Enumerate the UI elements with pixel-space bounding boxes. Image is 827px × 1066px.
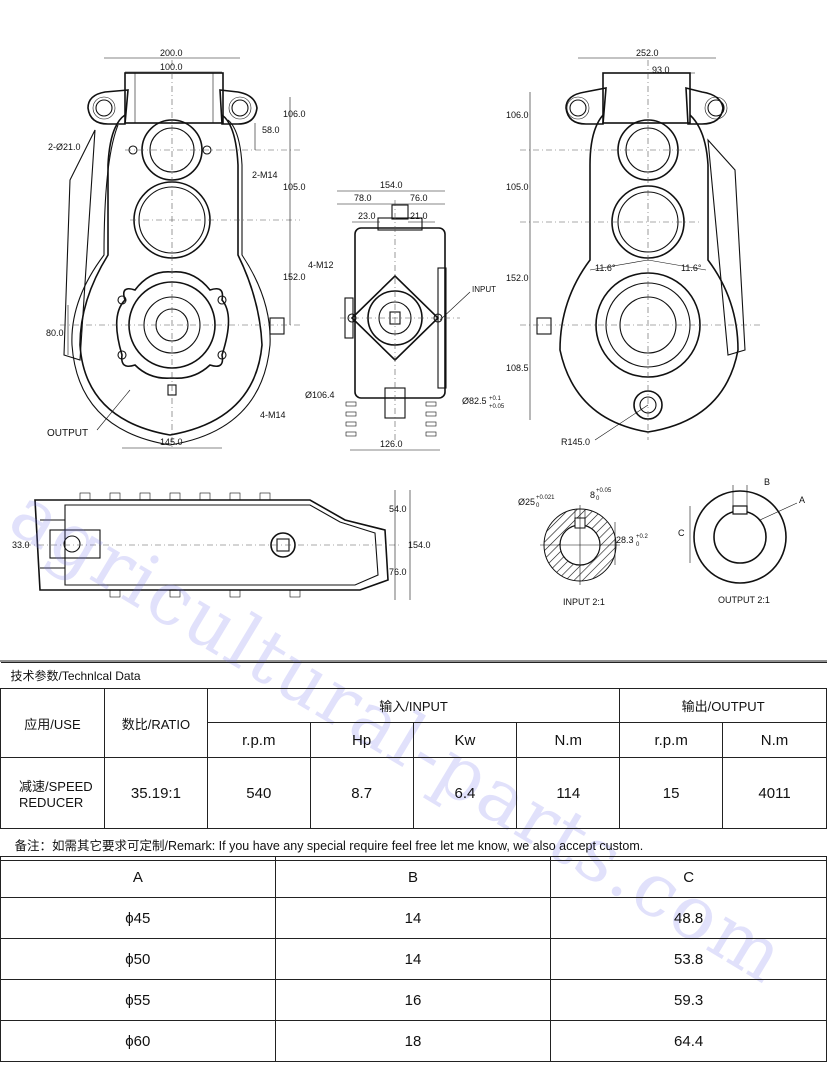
output-detail: A B C OUTPUT 2:1 [678,477,805,605]
output-header: 输出/OUTPUT [619,688,827,723]
output-rpm-value: 15 [619,757,724,829]
sub-header-hp: Hp [309,722,414,758]
dim-93: 93.0 [652,65,670,75]
rear-view: 252.0 93.0 106.0 105.0 152.0 108.5 11.6°… [506,48,760,447]
key-a-cell: ϕ60 [0,1020,276,1062]
input-nm-value: 114 [516,757,621,829]
radius-145: R145.0 [561,437,590,447]
key-a-cell: ϕ55 [0,979,276,1021]
sub-header-kw: Kw [412,722,518,758]
label-2-m14: 2-M14 [252,170,278,180]
technical-drawing: 200.0 100.0 106.0 58.0 105.0 152.0 145.0… [0,48,827,662]
side-view: 154.0 78.0 76.0 23.0 21.0 126.0 4-M12 IN… [305,180,505,451]
sub-header-output-nm: N.m [722,722,827,758]
table-row: ϕ45 14 48.8 [0,897,827,939]
key-header-b: B [274,856,552,898]
output-detail-caption: OUTPUT 2:1 [718,595,770,605]
input-header: 输入/INPUT [206,688,621,723]
input-detail-caption: INPUT 2:1 [563,597,605,607]
dim-105-rear: 105.0 [506,182,529,192]
dim-152: 152.0 [283,272,306,282]
label-2-d21: 2-Ø21.0 [48,142,81,152]
key-c-cell: 64.4 [550,1020,827,1062]
input-depth-tol-low: 0 [636,542,640,548]
key-b-cell: 18 [274,1020,552,1062]
output-label-a: A [799,495,805,505]
dim-54: 54.0 [389,504,407,514]
dim-76: 76.0 [410,193,428,203]
key-c-cell: 59.3 [550,979,827,1021]
key-a-cell: ϕ45 [0,897,276,939]
input-key-tol-low: 0 [596,496,600,502]
key-header-c: C [550,856,827,898]
table-row: ϕ60 18 64.4 [0,1020,827,1062]
label-4-m12: 4-M12 [308,260,334,270]
key-c-cell: 53.8 [550,938,827,980]
tech-title: 技术参数/Technlcal Data [0,662,827,689]
key-c-cell: 48.8 [550,897,827,939]
dim-126: 126.0 [380,439,403,449]
key-dimension-table: A B C ϕ45 14 48.8 ϕ50 14 53.8 ϕ55 16 59.… [0,856,827,1062]
input-detail: Ø25 +0.021 0 8 +0.05 0 28.3 +0.2 0 INPUT… [518,488,649,607]
dim-106-rear: 106.0 [506,110,529,120]
dim-106: 106.0 [283,109,306,119]
input-rpm-value: 540 [206,757,311,829]
input-dia: Ø25 [518,497,535,507]
sub-header-input-rpm: r.p.m [206,722,311,758]
label-d82-tol-low: +0.05 [489,404,505,410]
dim-21: 21.0 [410,211,428,221]
dim-152-rear: 152.0 [506,273,529,283]
key-b-cell: 14 [274,897,552,939]
input-dia-tol-up: +0.021 [536,495,555,501]
output-label-c: C [678,528,685,538]
dim-33: 33.0 [12,540,30,550]
dim-154: 154.0 [380,180,403,190]
use-value: 减速/SPEED REDUCER [0,757,105,829]
remark: 备注：如需其它要求可定制/Remark: If you have any spe… [0,828,827,861]
technical-data-table: 技术参数/Technlcal Data 应用/USE 数比/RATIO 输入/I… [0,662,827,861]
ratio-header: 数比/RATIO [103,688,208,758]
dim-154-bottom: 154.0 [408,540,431,550]
front-view: 200.0 100.0 106.0 58.0 105.0 152.0 145.0… [46,48,306,450]
label-d82-tol-up: +0.1 [489,396,502,402]
bottom-view: 54.0 154.0 76.0 33.0 [12,490,431,600]
ratio-value: 35.19:1 [103,757,208,829]
dim-80: 80.0 [46,328,64,338]
label-input: INPUT [472,285,496,294]
hp-value: 8.7 [309,757,414,829]
output-label-b: B [764,477,770,487]
use-header: 应用/USE [0,688,105,758]
key-b-cell: 16 [274,979,552,1021]
dim-78: 78.0 [354,193,372,203]
dim-200: 200.0 [160,48,183,58]
input-key-depth: 28.3 [616,535,634,545]
dim-76-bottom: 76.0 [389,567,407,577]
key-b-cell: 14 [274,938,552,980]
key-header-a: A [0,856,276,898]
output-nm-value: 4011 [722,757,827,829]
label-d106: Ø106.4 [305,390,335,400]
dim-145: 145.0 [160,437,183,447]
table-row: ϕ55 16 59.3 [0,979,827,1021]
table-row: ϕ50 14 53.8 [0,938,827,980]
key-a-cell: ϕ50 [0,938,276,980]
input-dia-tol-low: 0 [536,503,540,509]
input-key-width: 8 [590,490,595,500]
kw-value: 6.4 [412,757,518,829]
sub-header-output-rpm: r.p.m [619,722,724,758]
dim-100: 100.0 [160,62,183,72]
dim-23: 23.0 [358,211,376,221]
angle-right: 11.6° [681,263,702,273]
label-4-m14: 4-M14 [260,410,286,420]
input-depth-tol-up: +0.2 [636,534,649,540]
label-d82: Ø82.5 [462,396,487,406]
dim-108-5: 108.5 [506,363,529,373]
angle-left: 11.6° [595,263,616,273]
input-key-tol-up: +0.05 [596,488,612,494]
dim-252: 252.0 [636,48,659,58]
sub-header-input-nm: N.m [516,722,621,758]
dim-105: 105.0 [283,182,306,192]
label-output: OUTPUT [47,428,88,439]
dim-58: 58.0 [262,125,280,135]
